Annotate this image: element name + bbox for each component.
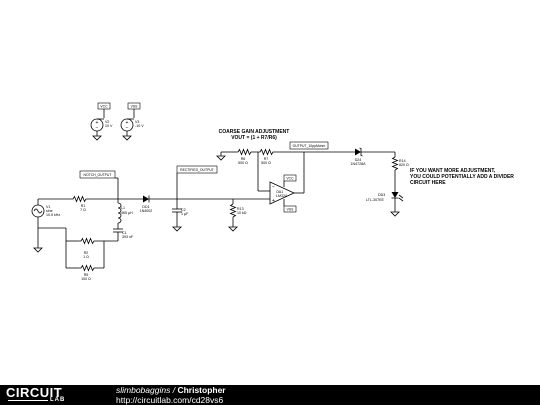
d1-value: 1N4002 bbox=[140, 209, 153, 213]
net-label-vss: VSS bbox=[131, 105, 139, 109]
r13-name: R13 bbox=[237, 207, 244, 211]
inductor-l1: L1 465 µH bbox=[117, 199, 133, 229]
l1-name: L1 bbox=[121, 206, 125, 210]
sine-source-v1: V1 sine 10.5 kHz bbox=[31, 198, 70, 253]
divider-note: IF YOU WANT MORE ADJUSTMENT, YOU COULD P… bbox=[410, 168, 514, 186]
d24-value: 1N4728A bbox=[351, 162, 367, 166]
opamp-vss-label: VSS bbox=[287, 208, 295, 212]
note-line-1: IF YOU WANT MORE ADJUSTMENT, bbox=[410, 168, 496, 174]
c2-name: C2 bbox=[181, 208, 186, 212]
oa1-value: LM324 bbox=[276, 194, 287, 198]
author-byline: slimbobaggins / Christopher bbox=[116, 385, 226, 395]
v1-type: sine bbox=[46, 209, 53, 213]
r14-name: R14 bbox=[399, 159, 406, 163]
zener-diode-d24: D24 1N4728A bbox=[304, 147, 395, 166]
svg-text:+: + bbox=[96, 120, 99, 126]
d1-name: DD1 bbox=[142, 205, 149, 209]
c1-name: C1 bbox=[122, 231, 127, 235]
gain-formula: VOUT = (1 + R7/R6) bbox=[231, 135, 277, 141]
vcc-source-v2: VCC + − V2 10 V bbox=[90, 102, 113, 141]
resistor-r14: R14 820 Ω bbox=[391, 152, 409, 192]
r14-value: 820 Ω bbox=[399, 163, 409, 167]
opamp-vcc-label: VCC bbox=[286, 177, 294, 181]
v3-value: -10 V bbox=[135, 124, 144, 128]
r5-name: R5 bbox=[84, 273, 89, 277]
net-label-output: OUTPUT_10ppMohm bbox=[293, 144, 326, 148]
v1-name: V1 bbox=[46, 205, 50, 209]
rectified-output-tag: RECTIFIED_OUTPUT bbox=[176, 165, 218, 199]
resistor-r5: R5 100 Ω bbox=[65, 241, 105, 281]
svg-text:−: − bbox=[96, 125, 99, 131]
circuitlab-logo[interactable]: CIRCUIT LAB bbox=[6, 385, 94, 404]
gain-title: COARSE GAIN ADJUSTMENT bbox=[219, 129, 290, 135]
oa1-name: OA1 bbox=[276, 190, 283, 194]
v1-frequency: 10.5 kHz bbox=[46, 213, 60, 217]
resistor-r6: R6 500 Ω bbox=[216, 148, 258, 165]
r6-name: R6 bbox=[241, 157, 246, 161]
r6-value: 500 Ω bbox=[238, 161, 248, 165]
r1-name: R1 bbox=[81, 204, 86, 208]
project-name[interactable]: Christopher bbox=[177, 385, 226, 395]
resistor-r2: R2 1 Ω bbox=[38, 227, 118, 259]
svg-text:+: + bbox=[272, 198, 275, 204]
d24-name: D24 bbox=[355, 158, 362, 162]
capacitor-c1: C1 393 nF bbox=[113, 228, 134, 241]
l1-value: 465 µH bbox=[121, 211, 133, 215]
note-line-2: YOU COULD POTENTIALLY ADD A DIVIDER bbox=[410, 174, 514, 180]
resistor-r7: R7 500 Ω bbox=[257, 148, 304, 191]
logo-underline bbox=[8, 400, 48, 401]
output-tag: OUTPUT_10ppMohm bbox=[289, 141, 329, 150]
net-label-vcc: VCC bbox=[100, 105, 108, 109]
v3-name: V3 bbox=[135, 120, 139, 124]
svg-text:−: − bbox=[272, 184, 275, 190]
opamp-oa1: − + OA1 LM324 VCC VSS bbox=[246, 152, 305, 213]
v2-name: V2 bbox=[105, 120, 109, 124]
r7-value: 500 Ω bbox=[261, 161, 271, 165]
r5-value: 100 Ω bbox=[81, 277, 91, 281]
svg-text:−: − bbox=[126, 125, 129, 131]
r7-name: R7 bbox=[264, 157, 269, 161]
dd3-value: LTL-307EE bbox=[366, 198, 385, 202]
dd3-name: DD3 bbox=[378, 193, 385, 197]
logo-wordmark-bottom: LAB bbox=[50, 397, 66, 403]
notch-output-tag: NOTCH_OUTPUT bbox=[79, 170, 119, 199]
byline-separator: / bbox=[170, 385, 178, 395]
note-line-3: CIRCUIT HERE bbox=[410, 180, 446, 186]
r1-value: 7 Ω bbox=[80, 208, 86, 212]
circuit-url[interactable]: http://circuitlab.com/cd28vs6 bbox=[116, 395, 224, 405]
circuit-schematic: VCC + − V2 10 V VSS + − V3 -10 V V1 sine… bbox=[31, 102, 514, 281]
net-label-notch: NOTCH_OUTPUT bbox=[84, 173, 112, 177]
r13-value: 10 kΩ bbox=[237, 211, 247, 215]
footer-bar: CIRCUIT LAB slimbobaggins / Christopher … bbox=[0, 385, 540, 405]
diode-dd1: DD1 1N4002 bbox=[118, 195, 177, 213]
c2-value: 1 µF bbox=[181, 212, 189, 216]
capacitor-c2: C2 1 µF bbox=[172, 199, 189, 232]
led-dd3: DD3 LTL-307EE bbox=[366, 192, 404, 217]
r2-value: 1 Ω bbox=[83, 255, 89, 259]
v2-value: 10 V bbox=[105, 124, 113, 128]
author-name[interactable]: slimbobaggins bbox=[116, 385, 171, 395]
r2-name: R2 bbox=[84, 251, 89, 255]
vss-source-v3: VSS + − V3 -10 V bbox=[120, 102, 144, 141]
resistor-r1: R1 7 Ω bbox=[70, 195, 118, 212]
c1-value: 393 nF bbox=[122, 235, 134, 239]
logo-wordmark-top: CIRCUIT bbox=[6, 385, 63, 400]
resistor-r13: R13 10 kΩ bbox=[177, 198, 247, 232]
net-label-rectified: RECTIFIED_OUTPUT bbox=[180, 168, 214, 172]
svg-text:+: + bbox=[126, 120, 129, 126]
